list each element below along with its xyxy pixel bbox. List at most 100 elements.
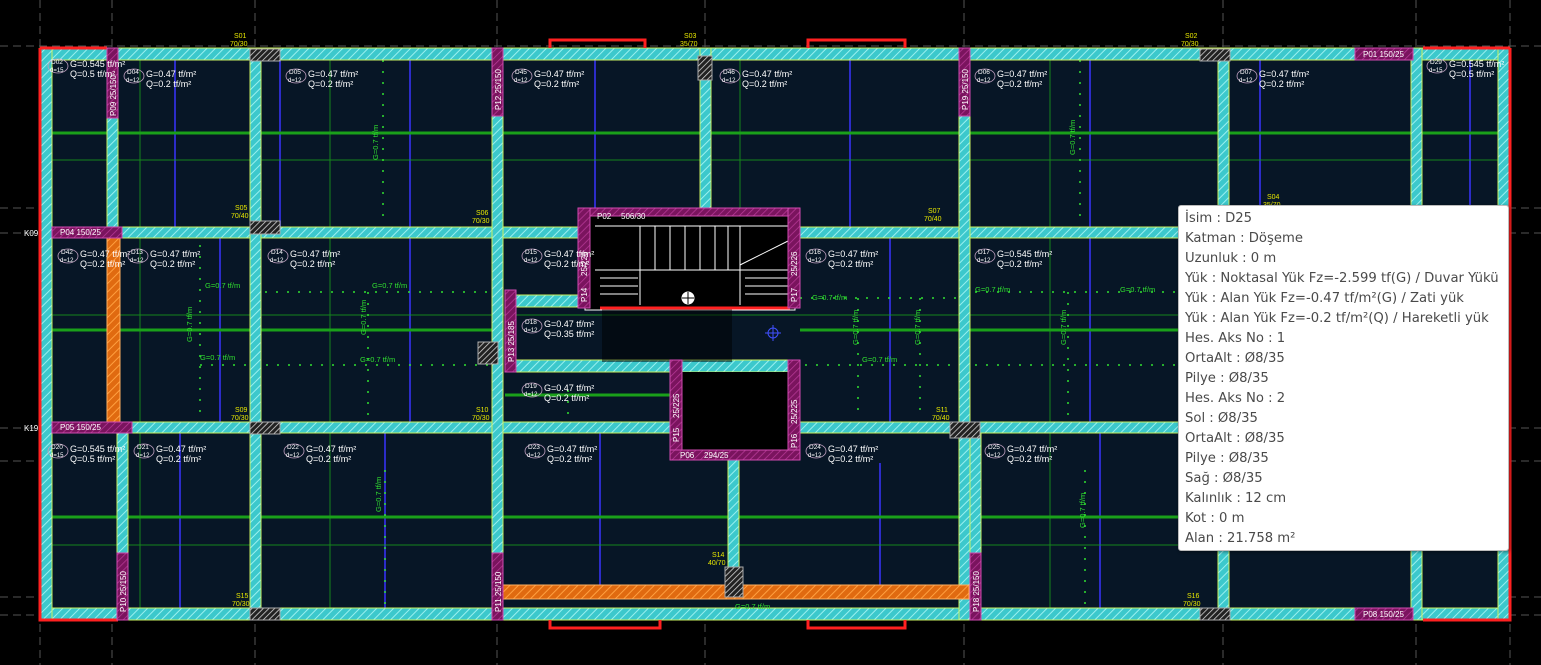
tooltip-row: OrtaAlt : Ø8/35 [1185, 351, 1285, 366]
slab-dead-load: G=0.47 tf/m² [828, 444, 878, 454]
beam-label-s07: S07 [928, 208, 941, 215]
slab-marker [521, 318, 543, 334]
column-label-p19: P19 25/150 [961, 69, 970, 110]
slab-name: D05 [289, 69, 301, 76]
column-label-p02: P02 [597, 212, 612, 221]
column-label-p18: P18 25/150 [972, 571, 981, 612]
slab-thickness: d=12 [977, 78, 991, 84]
slab-dead-load: G=0.545 tf/m² [997, 249, 1052, 259]
beam-label-s10: S10 [476, 407, 489, 414]
slab-thickness: d=12 [1239, 78, 1253, 84]
line-load-label: G=0.7 tf/m [862, 355, 897, 364]
slab-dead-load: G=0.47 tf/m² [544, 319, 594, 329]
column-p18 [969, 552, 982, 621]
slab-thickness: d=12 [514, 78, 528, 84]
slab-name: D45 [515, 69, 527, 76]
beam-label-s15-dim: 70/30 [232, 601, 250, 608]
slab-dead-load: G=0.47 tf/m² [544, 249, 594, 259]
columns [51, 47, 1414, 621]
beam-joints [249, 48, 1231, 621]
slab-marker [974, 68, 996, 84]
slab-live-load: Q=0.2 tf/m² [1007, 454, 1052, 464]
slab-live-load: Q=0.5 tf/m² [70, 69, 115, 79]
rebar-lines-blue [174, 50, 1471, 608]
beam-label-s06-dim: 70/30 [472, 218, 490, 225]
slab-dead-load: G=0.47 tf/m² [146, 69, 196, 79]
slab-dead-load: G=0.47 tf/m² [534, 69, 584, 79]
stair-core [584, 213, 796, 450]
tooltip-row: Yük : Alan Yük Fz=-0.47 tf/m²(G) / Zati … [1185, 291, 1464, 306]
column-label-p06: P06 [680, 451, 695, 460]
slab-name: D25 [988, 444, 1000, 451]
tooltip-row: Sol : Ø8/35 [1185, 411, 1258, 426]
slab-live-load: Q=0.2 tf/m² [290, 259, 335, 269]
slab-name: D20 [51, 444, 63, 451]
column-p12 [491, 47, 504, 117]
slab-name: D07 [1240, 69, 1252, 76]
slab-live-load: Q=0.2 tf/m² [146, 79, 191, 89]
column-label-p02-dim: 506/30 [621, 212, 646, 221]
line-load-label: G=0.7 tf/m [851, 310, 860, 345]
column-label-p05: P05 150/25 [60, 423, 101, 432]
slab-thickness: d=12 [527, 453, 541, 459]
slab-marker [47, 58, 69, 74]
beam-label-s09-dim: 70/30 [231, 415, 249, 422]
column-label-p15: P15 [672, 427, 681, 442]
slab-live-load: Q=0.5 tf/m² [70, 454, 115, 464]
line-load-label: G=0.7 tf/m [359, 300, 368, 335]
slab-dead-load: G=0.47 tf/m² [997, 69, 1047, 79]
slab-thickness: d=12 [60, 258, 74, 264]
slab-name: D16 [809, 249, 821, 256]
beam-label-s14-dim: 40/70 [708, 560, 726, 567]
slab-thickness: d=12 [808, 453, 822, 459]
slab-name: D14 [271, 249, 283, 256]
slab-name: D42 [61, 249, 73, 256]
tooltip-row: Sağ : Ø8/35 [1185, 471, 1263, 486]
tooltip-row: Pilye : Ø8/35 [1185, 371, 1269, 386]
slab-dead-load: G=0.47 tf/m² [1007, 444, 1057, 454]
slab-marker [974, 248, 996, 264]
slab-name: D04 [127, 69, 139, 76]
slab-live-load: Q=0.2 tf/m² [308, 79, 353, 89]
slab-name: D22 [287, 444, 299, 451]
slab-dead-load: G=0.47 tf/m² [290, 249, 340, 259]
slab-live-load: Q=0.2 tf/m² [828, 454, 873, 464]
line-load-label: G=0.7 tf/m [1059, 310, 1068, 345]
beam-label-s06: S06 [476, 210, 489, 217]
slab-marker [805, 248, 827, 264]
slab-dead-load: G=0.47 tf/m² [80, 249, 130, 259]
slab-thickness: d=12 [977, 258, 991, 264]
beam-label-s05: S05 [235, 205, 248, 212]
beam-label-s02: S02 [1185, 33, 1198, 40]
slab-name: D46 [723, 69, 735, 76]
slab-live-load: Q=0.2 tf/m² [1259, 79, 1304, 89]
tooltip-row: Yük : Noktasal Yük Fz=-2.599 tf(G) / Duv… [1185, 271, 1499, 286]
slab-dead-load: G=0.47 tf/m² [742, 69, 792, 79]
slab-name: D06 [978, 69, 990, 76]
slab-dead-load: G=0.47 tf/m² [156, 444, 206, 454]
column-label-p13: P13 25/185 [507, 321, 516, 362]
column-p04 [51, 226, 123, 239]
slab-live-load: Q=0.2 tf/m² [544, 259, 589, 269]
slab-marker [521, 382, 543, 398]
line-load-label: G=0.7 tf/m [1068, 120, 1077, 155]
beam-label-s16-dim: 70/30 [1183, 601, 1201, 608]
column-label-p14-dim: 25/226 [580, 251, 589, 276]
line-load-label: G=0.7 tf/m [975, 285, 1010, 294]
column-p10 [116, 552, 129, 621]
column-p13 [504, 289, 517, 373]
beam-label-s03-dim: 35/70 [680, 41, 698, 48]
column-label-p14: P14 [580, 287, 589, 302]
slab-name: D19 [525, 383, 537, 390]
column-p14 [577, 207, 591, 309]
slab-dead-load: G=0.47 tf/m² [150, 249, 200, 259]
